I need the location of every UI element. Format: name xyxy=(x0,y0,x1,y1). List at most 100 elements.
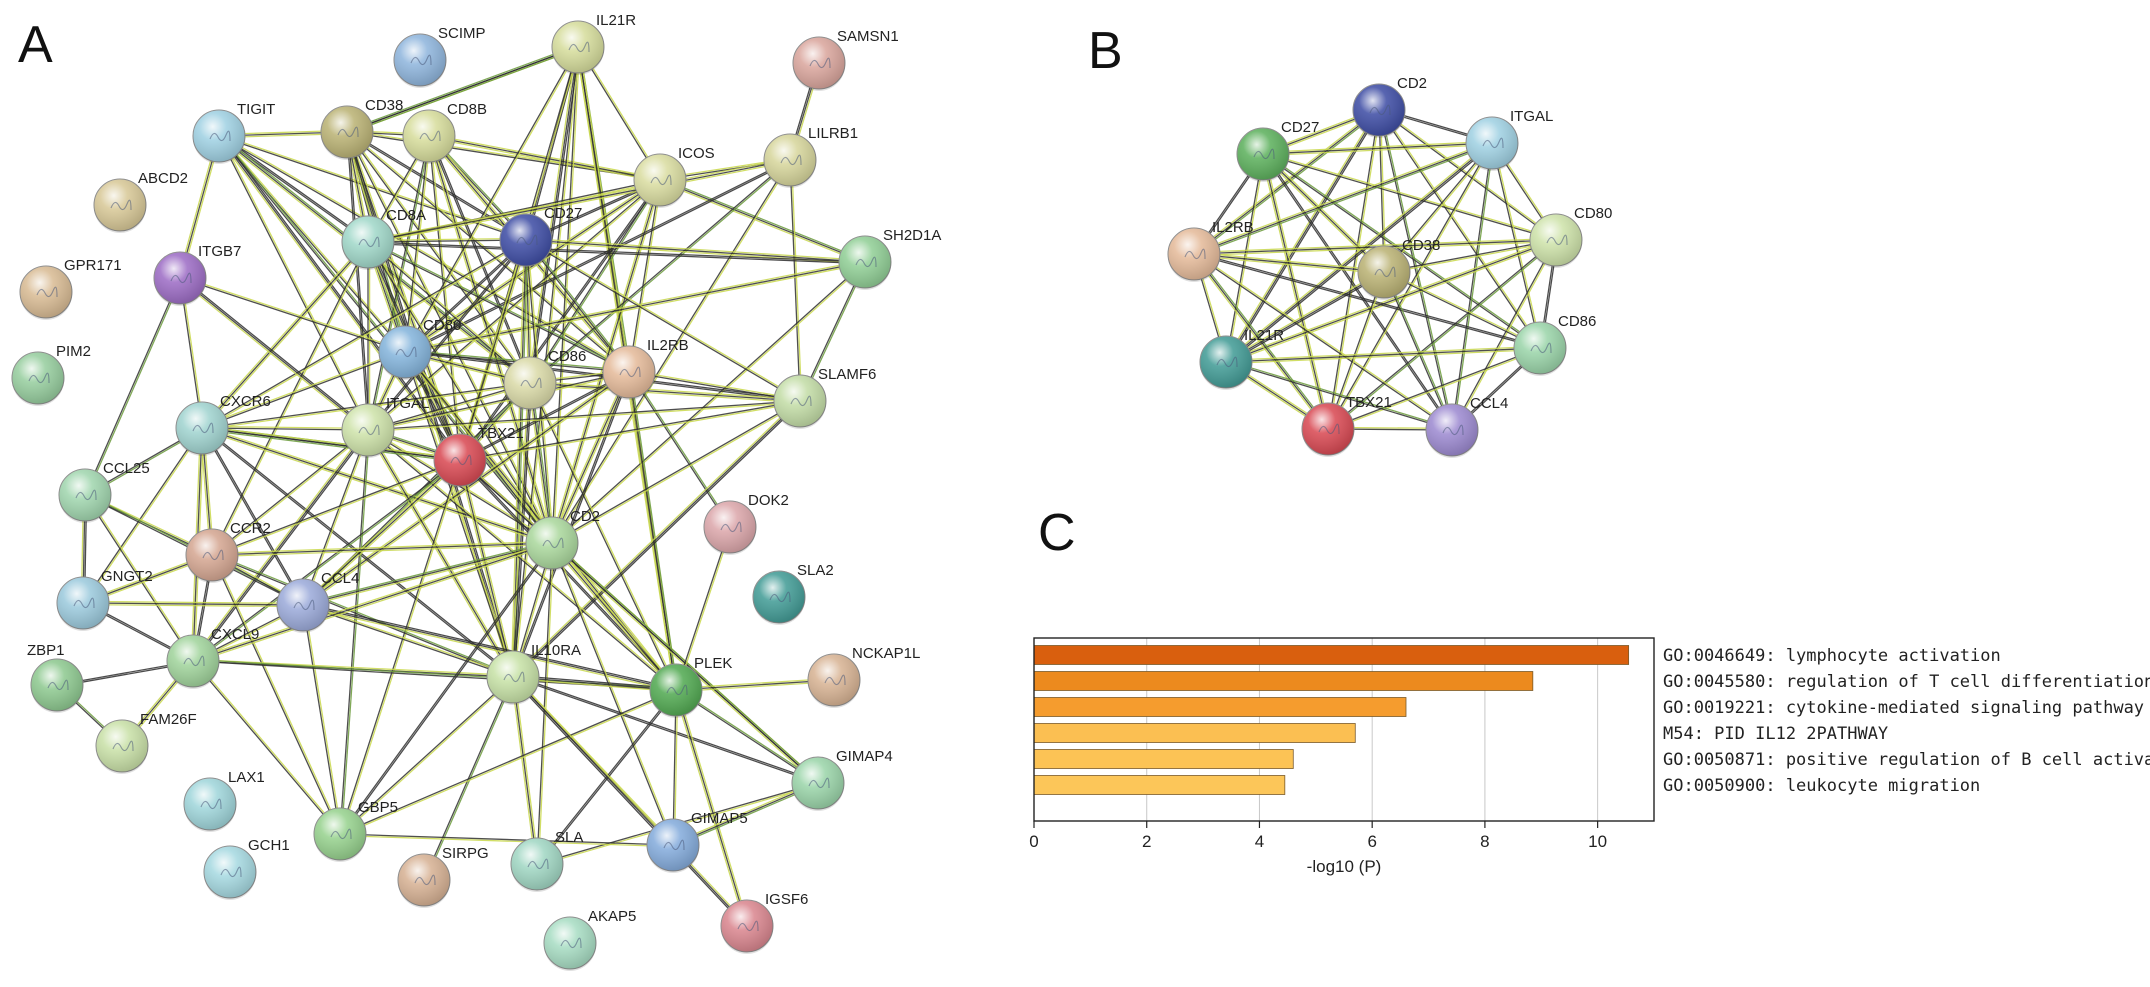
node-il2rb[interactable]: IL2RB xyxy=(602,337,689,400)
node-akap5[interactable]: AKAP5 xyxy=(543,908,636,971)
node-gbp5[interactable]: GBP5 xyxy=(313,799,398,862)
edge-il21r-cd2-strand xyxy=(551,46,579,544)
node-ccr2[interactable]: CCR2 xyxy=(185,520,271,583)
node-cd80[interactable]: CD80 xyxy=(1529,205,1612,268)
node-cxcr6[interactable]: CXCR6 xyxy=(175,393,271,456)
node-tbx21[interactable]: TBX21 xyxy=(433,425,524,488)
node-cd86[interactable]: CD86 xyxy=(1513,313,1596,376)
node-tigit[interactable]: TIGIT xyxy=(192,101,275,164)
node-cd38[interactable]: CD38 xyxy=(320,97,403,160)
bar-2 xyxy=(1033,671,1534,691)
node-sirpg[interactable]: SIRPG xyxy=(397,845,489,908)
edge-cd27-slamf6-strand xyxy=(525,239,801,402)
edge-itgal-ccl4-strand xyxy=(302,429,369,606)
node-zbp1[interactable]: ZBP1 xyxy=(27,642,84,713)
edge-cd27-itgal xyxy=(367,239,528,432)
node-slamf6[interactable]: SLAMF6 xyxy=(773,366,876,429)
node-cxcl9[interactable]: CXCL9 xyxy=(166,626,259,689)
node-sla[interactable]: SLA xyxy=(510,829,583,892)
edge-cxcl9-gbp5-strand xyxy=(192,660,341,835)
node-dok2[interactable]: DOK2 xyxy=(703,492,789,555)
edge-cd2-sla-strand xyxy=(537,543,555,865)
node-gloss xyxy=(31,659,83,711)
edge-cd38-itgal xyxy=(346,131,371,431)
node-itgal[interactable]: ITGAL xyxy=(341,395,429,458)
edge-slamf6-il10ra-strand xyxy=(513,401,802,679)
edge-lilrb1-cd8a xyxy=(367,157,791,245)
node-cd2[interactable]: CD2 xyxy=(1352,75,1427,138)
edge-cd8a-il2rb-strand xyxy=(367,241,630,373)
node-igsf6[interactable]: IGSF6 xyxy=(720,891,808,954)
edge-cxcr6-gngt2-strand xyxy=(83,428,204,605)
node-cd8b[interactable]: CD8B xyxy=(402,101,487,164)
edge-b-cd27-il21r-strand xyxy=(1225,153,1264,363)
node-lax1[interactable]: LAX1 xyxy=(183,769,265,832)
edge-cd38-il2rb-strand xyxy=(346,131,630,373)
edge-cd86-il10ra-strand xyxy=(512,382,531,678)
node-nckap1l[interactable]: NCKAP1L xyxy=(807,645,920,708)
node-label-sla: SLA xyxy=(555,829,583,846)
edge-b-cd86-tbx21-strand xyxy=(1328,348,1541,432)
node-cd38[interactable]: CD38 xyxy=(1357,237,1440,300)
edge-sh2d1a-cd80-strand xyxy=(404,261,866,353)
node-plek[interactable]: PLEK xyxy=(649,655,732,718)
node-fam26f[interactable]: FAM26F xyxy=(95,711,197,774)
node-cd2[interactable]: CD2 xyxy=(525,508,600,571)
node-gloss xyxy=(793,37,845,89)
node-il21r[interactable]: IL21R xyxy=(551,12,636,75)
node-il10ra[interactable]: IL10RA xyxy=(486,642,581,705)
node-gloss xyxy=(314,808,366,860)
edge-tbx21-il10ra-strand xyxy=(460,459,516,677)
node-gimap4[interactable]: GIMAP4 xyxy=(791,748,893,811)
edge-gngt2-ccl4-strand xyxy=(82,602,304,606)
node-sla2[interactable]: SLA2 xyxy=(752,562,834,625)
node-gimap5[interactable]: GIMAP5 xyxy=(646,810,748,873)
node-ccl25[interactable]: CCL25 xyxy=(58,460,150,523)
node-pim2[interactable]: PIM2 xyxy=(11,343,91,406)
edge-cxcr6-cd80-strand xyxy=(201,351,406,429)
edge-slamf6-cd2-strand xyxy=(552,401,802,545)
node-itgb7[interactable]: ITGB7 xyxy=(153,243,241,306)
node-label-cd2: CD2 xyxy=(1397,75,1427,92)
node-gloss xyxy=(487,651,539,703)
edge-cxcr6-cd2 xyxy=(201,425,553,546)
node-il2rb[interactable]: IL2RB xyxy=(1167,219,1254,282)
protein-structure-icon xyxy=(769,591,791,603)
node-label-slamf6: SLAMF6 xyxy=(818,366,876,383)
node-cd8a[interactable]: CD8A xyxy=(341,207,426,270)
node-il21r[interactable]: IL21R xyxy=(1199,327,1284,390)
edge-cxcr6-itgal-strand xyxy=(201,427,369,431)
edge-b-il21r-ccl4-strand xyxy=(1226,359,1453,430)
node-cd27[interactable]: CD27 xyxy=(499,205,582,268)
node-cd86[interactable]: CD86 xyxy=(503,348,586,411)
node-lilrb1[interactable]: LILRB1 xyxy=(763,125,858,188)
node-icos[interactable]: ICOS xyxy=(633,145,715,208)
edge-b-cd2-il21r-strand xyxy=(1225,109,1380,363)
node-ccl4[interactable]: CCL4 xyxy=(1425,395,1508,458)
node-gloss xyxy=(704,501,756,553)
node-ccl4[interactable]: CCL4 xyxy=(276,570,359,633)
node-itgal[interactable]: ITGAL xyxy=(1465,108,1553,171)
node-label-cd86: CD86 xyxy=(548,348,586,365)
edge-ccl4-gbp5-strand xyxy=(302,604,341,835)
node-gpr171[interactable]: GPR171 xyxy=(19,257,122,320)
node-cd80[interactable]: CD80 xyxy=(378,317,461,380)
edge-plek-gbp5-strand xyxy=(340,690,677,837)
node-scimp[interactable]: SCIMP xyxy=(393,25,486,88)
node-gngt2[interactable]: GNGT2 xyxy=(56,568,153,631)
node-samsn1[interactable]: SAMSN1 xyxy=(792,28,899,91)
node-sh2d1a[interactable]: SH2D1A xyxy=(838,227,941,290)
node-label-zbp1: ZBP1 xyxy=(27,642,65,659)
node-gch1[interactable]: GCH1 xyxy=(203,837,290,900)
node-tbx21[interactable]: TBX21 xyxy=(1301,394,1392,457)
plot-frame xyxy=(1033,637,1655,822)
node-cd27[interactable]: CD27 xyxy=(1236,119,1319,182)
edge-cd8b-icos xyxy=(428,133,661,183)
node-gloss xyxy=(403,110,455,162)
edge-tigit-itgal xyxy=(218,134,371,431)
node-abcd2[interactable]: ABCD2 xyxy=(93,170,188,233)
edge-cd38-cd27-strand xyxy=(346,131,527,241)
edge-ccr2-cd2-strand xyxy=(212,543,553,558)
edge-b-il2rb-cd86-strand xyxy=(1193,253,1541,349)
